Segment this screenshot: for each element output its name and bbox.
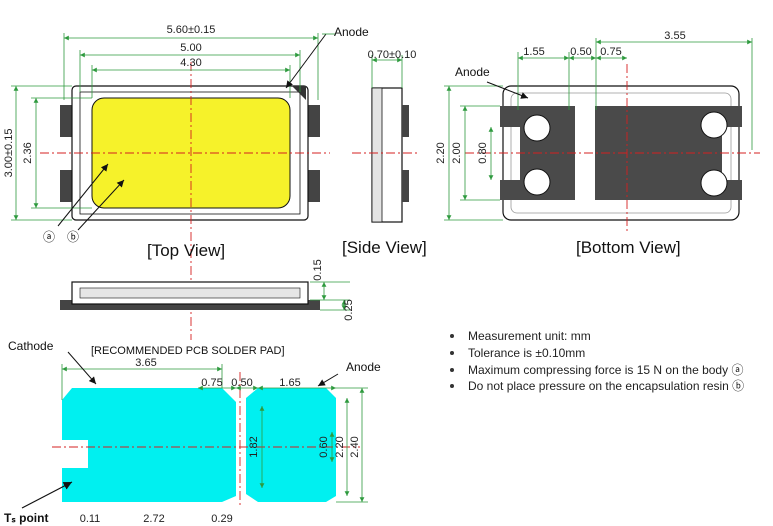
pcb-pad-right bbox=[246, 388, 336, 502]
dim-side-thickness: 0.70±0.10 bbox=[368, 49, 417, 61]
dim-front-1: 0.15 bbox=[312, 259, 324, 280]
bottom-view-title: [Bottom View] bbox=[576, 238, 681, 257]
dim-bottom-h2: 2.00 bbox=[451, 142, 463, 163]
dim-bottom-h3: 0.80 bbox=[477, 142, 489, 163]
side-view bbox=[352, 55, 420, 223]
anode-mark bbox=[292, 86, 306, 100]
marker-b: ⓑ bbox=[67, 230, 79, 244]
ts-point-label: Tₛ point bbox=[4, 511, 48, 525]
top-view bbox=[11, 33, 336, 340]
note-2: Tolerance is ±0.10mm bbox=[468, 346, 585, 360]
dim-pcb-w2: 0.75 bbox=[201, 377, 222, 389]
dim-bottom-1: 1.55 bbox=[523, 46, 544, 58]
pcb-title: [RECOMMENDED PCB SOLDER PAD] bbox=[91, 345, 285, 357]
dim-top-width-total: 5.60±0.15 bbox=[167, 24, 216, 36]
note-3: Maximum compressing force is 15 N on the… bbox=[468, 363, 743, 377]
front-leads bbox=[60, 300, 320, 310]
cathode-label: Cathode bbox=[8, 339, 54, 353]
dim-bottom-h1: 2.20 bbox=[435, 142, 447, 163]
bottom-view bbox=[444, 38, 760, 232]
dim-pcb-w4: 1.65 bbox=[279, 377, 300, 389]
dim-top-height-inner: 2.36 bbox=[22, 142, 34, 163]
marker-a: ⓐ bbox=[43, 230, 55, 244]
anode-label-pcb: Anode bbox=[346, 360, 381, 374]
dim-top-height-total: 3.00±0.15 bbox=[3, 129, 15, 178]
dim-pcb-h1: 1.82 bbox=[248, 436, 260, 457]
front-view bbox=[60, 281, 350, 311]
pcb-pad-left bbox=[62, 388, 236, 502]
dim-top-width-mid: 5.00 bbox=[180, 42, 201, 54]
anode-label-bottom: Anode bbox=[455, 65, 490, 79]
dim-top-width-inner: 4.30 bbox=[180, 57, 201, 69]
dim-pcb-h2: 0.60 bbox=[318, 436, 330, 457]
dim-pcb-b2: 2.72 bbox=[143, 513, 164, 525]
notes-list bbox=[450, 334, 454, 388]
dim-bottom-4: 3.55 bbox=[664, 30, 685, 42]
dim-bottom-2: 0.50 bbox=[570, 46, 591, 58]
dim-pcb-h3: 2.20 bbox=[334, 436, 346, 457]
dim-pcb-b3: 0.29 bbox=[211, 513, 232, 525]
dim-pcb-w3: 0.50 bbox=[231, 377, 252, 389]
top-view-title: [Top View] bbox=[147, 241, 225, 260]
pcb-pad-view bbox=[21, 351, 368, 509]
dim-bottom-3: 0.75 bbox=[600, 46, 621, 58]
dim-pcb-h4: 2.40 bbox=[349, 436, 361, 457]
anode-label-top: Anode bbox=[334, 25, 369, 39]
dim-pcb-b1: 0.11 bbox=[80, 513, 101, 525]
dim-pcb-w1: 3.65 bbox=[135, 357, 156, 369]
note-1: Measurement unit: mm bbox=[468, 329, 591, 343]
dim-front-2: 0.25 bbox=[343, 299, 355, 320]
side-view-title: [Side View] bbox=[342, 238, 427, 257]
note-4: Do not place pressure on the encapsulati… bbox=[468, 379, 744, 393]
